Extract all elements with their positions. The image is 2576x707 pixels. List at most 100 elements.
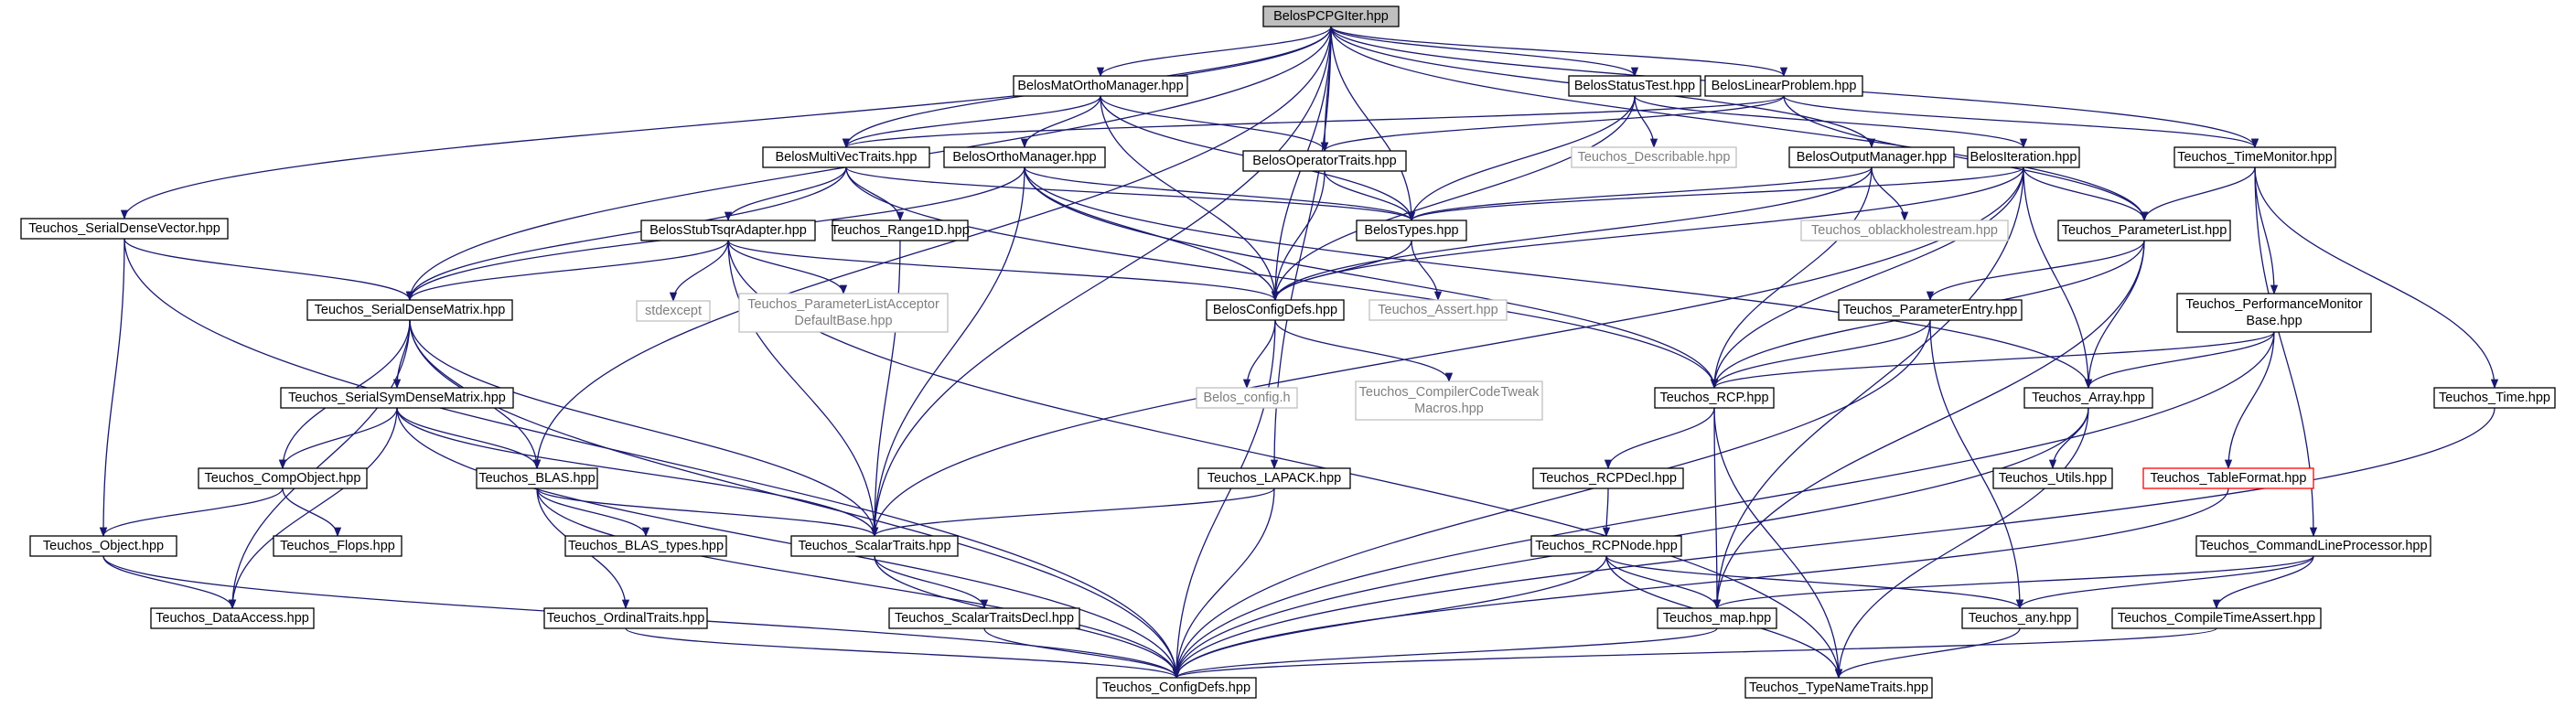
edge-multivec-to-rcp (845, 166, 1719, 390)
node-box (1838, 299, 2023, 321)
node-label: Teuchos_Object.hpp (43, 539, 164, 553)
node-object[interactable]: Teuchos_Object.hpp (29, 535, 177, 557)
node-typenametraits[interactable]: Teuchos_TypeNameTraits.hpp (1744, 677, 1933, 699)
node-orthomanager[interactable]: BelosOrthoManager.hpp (943, 146, 1106, 168)
node-blas[interactable]: Teuchos_BLAS.hpp (476, 467, 598, 489)
node-paramlist[interactable]: Teuchos_ParameterList.hpp (2057, 220, 2231, 241)
edge-perfmon-to-array (2084, 331, 2275, 390)
node-label: BelosTypes.hpp (1364, 223, 1458, 238)
node-operatortraits[interactable]: BelosOperatorTraits.hpp (1242, 150, 1407, 172)
node-rcpnode[interactable]: Teuchos_RCPNode.hpp (1530, 535, 1682, 557)
node-statustest[interactable]: BelosStatusTest.hpp (1568, 75, 1701, 97)
edge-symdense-to-blas (396, 407, 542, 470)
edge-pcpgiter-to-paramlist (1330, 26, 2149, 222)
node-tableformat[interactable]: Teuchos_TableFormat.hpp (2142, 467, 2314, 489)
edge-sdvector-to-object (99, 238, 125, 538)
edge-range1d-to-scalartraits (870, 240, 901, 538)
node-map[interactable]: Teuchos_map.hpp (1657, 607, 1777, 629)
node-flops[interactable]: Teuchos_Flops.hpp (273, 535, 402, 557)
edge-blas-to-teuchosconfigdefs (536, 487, 1181, 680)
edge-cmdline-to-map (1713, 555, 2314, 610)
edge-multivec-to-range1d (845, 166, 905, 222)
node-scalartraits[interactable]: Teuchos_ScalarTraits.hpp (790, 535, 959, 557)
node-array[interactable]: Teuchos_Array.hpp (2023, 387, 2153, 409)
node-placcept[interactable]: Teuchos_ParameterListAcceptorDefaultBase… (738, 293, 949, 333)
node-label: Teuchos_Range1D.hpp (831, 223, 970, 238)
edge-rcpnode-to-teuchosconfigdefs (1172, 555, 1607, 680)
node-box (1196, 387, 1298, 409)
node-box (1013, 75, 1188, 97)
edge-matortho-to-multivec (842, 95, 1101, 149)
node-stdexcept[interactable]: stdexcept (636, 300, 711, 322)
node-pcpgiter[interactable]: BelosPCPGIter.hpp (1262, 5, 1400, 27)
edge-iteration-to-paramlist (2023, 166, 2149, 222)
node-sdmatrix[interactable]: Teuchos_SerialDenseMatrix.hpp (306, 299, 513, 321)
node-range1d[interactable]: Teuchos_Range1D.hpp (831, 220, 970, 241)
node-timemonitor[interactable]: Teuchos_TimeMonitor.hpp (2174, 146, 2336, 168)
node-box (1096, 677, 1257, 699)
node-compiletimeassert[interactable]: Teuchos_CompileTimeAssert.hpp (2111, 607, 2322, 629)
node-box (1788, 146, 1955, 168)
node-describable[interactable]: Teuchos_Describable.hpp (1571, 146, 1737, 168)
node-box (2111, 607, 2322, 629)
node-label: BelosLinearProblem.hpp (1712, 79, 1857, 93)
node-configdefs[interactable]: BelosConfigDefs.hpp (1206, 299, 1345, 321)
node-multivec[interactable]: BelosMultiVecTraits.hpp (762, 146, 930, 168)
edge-pcpgiter-to-belostypes (1330, 26, 1416, 222)
edge-matortho-to-operatortraits (1100, 95, 1329, 153)
node-compobject[interactable]: Teuchos_CompObject.hpp (198, 467, 368, 489)
node-iteration[interactable]: BelosIteration.hpp (1967, 146, 2080, 168)
node-sdvector[interactable]: Teuchos_SerialDenseVector.hpp (20, 218, 229, 240)
edge-scalartraitsdecl-to-teuchosconfigdefs (983, 627, 1181, 680)
node-any[interactable]: Teuchos_any.hpp (1961, 607, 2078, 629)
node-belosconfig[interactable]: Belos_config.h (1196, 387, 1298, 409)
edge-outputmanager-to-blackhole (1871, 166, 1909, 222)
edge-linearproblem-to-paramlist (1783, 95, 2149, 222)
node-box (1961, 607, 2078, 629)
node-cmdline[interactable]: Teuchos_CommandLineProcessor.hpp (2195, 535, 2431, 557)
node-belostypes[interactable]: BelosTypes.hpp (1356, 220, 1467, 241)
node-rcpdecl[interactable]: Teuchos_RCPDecl.hpp (1532, 467, 1684, 489)
node-outputmanager[interactable]: BelosOutputManager.hpp (1788, 146, 1955, 168)
node-symdense[interactable]: Teuchos_SerialSymDenseMatrix.hpp (280, 387, 514, 409)
node-label: Macros.hpp (1414, 402, 1484, 416)
edge-scalartraits-to-scalartraitsdecl (874, 555, 989, 610)
node-box (280, 387, 514, 409)
node-label: Teuchos_oblackholestream.hpp (1811, 223, 1998, 238)
edge-pcpgiter-to-statustest (1330, 26, 1639, 78)
node-matortho[interactable]: BelosMatOrthoManager.hpp (1013, 75, 1188, 97)
edge-symdense-to-dataaccess (228, 407, 398, 610)
edge-lapack-to-scalartraits (871, 487, 1275, 538)
node-linearproblem[interactable]: BelosLinearProblem.hpp (1704, 75, 1863, 97)
node-lapack[interactable]: Teuchos_LAPACK.hpp (1197, 467, 1351, 489)
node-teuchosconfigdefs[interactable]: Teuchos_ConfigDefs.hpp (1096, 677, 1257, 699)
edge-paramlist-to-paramentry (1926, 240, 2145, 302)
edge-symdense-to-compobject (278, 407, 398, 470)
node-paramentry[interactable]: Teuchos_ParameterEntry.hpp (1838, 299, 2023, 321)
node-label: Teuchos_map.hpp (1663, 611, 1772, 626)
node-time[interactable]: Teuchos_Time.hpp (2433, 387, 2556, 409)
node-blastypes[interactable]: Teuchos_BLAS_types.hpp (564, 535, 727, 557)
edge-rcpdecl-to-rcpnode (1602, 487, 1611, 538)
edge-iteration-to-array (2023, 166, 2093, 390)
node-ordinaltraits[interactable]: Teuchos_OrdinalTraits.hpp (543, 607, 708, 629)
node-blackhole[interactable]: Teuchos_oblackholestream.hpp (1800, 220, 2009, 241)
node-box (198, 467, 368, 489)
node-label: BelosIteration.hpp (1970, 150, 2077, 165)
node-utils[interactable]: Teuchos_Utils.hpp (1992, 467, 2113, 489)
edge-iteration-to-map (1712, 166, 2024, 610)
node-label: Teuchos_DataAccess.hpp (156, 611, 309, 626)
node-stubtsqr[interactable]: BelosStubTsqrAdapter.hpp (640, 220, 816, 241)
edge-sdmatrix-to-teuchosconfigdefs (409, 319, 1181, 680)
node-label: BelosOutputManager.hpp (1797, 150, 1947, 165)
edge-rcpnode-to-any (1605, 555, 2023, 610)
edge-timemonitor-to-time (2254, 166, 2499, 390)
node-rcp[interactable]: Teuchos_RCP.hpp (1654, 387, 1775, 409)
node-box (832, 220, 969, 241)
node-scalartraitsdecl[interactable]: Teuchos_ScalarTraitsDecl.hpp (888, 607, 1080, 629)
node-assert[interactable]: Teuchos_Assert.hpp (1368, 299, 1508, 321)
edge-symdense-to-scalartraits (396, 407, 879, 538)
node-dataaccess[interactable]: Teuchos_DataAccess.hpp (150, 607, 315, 629)
